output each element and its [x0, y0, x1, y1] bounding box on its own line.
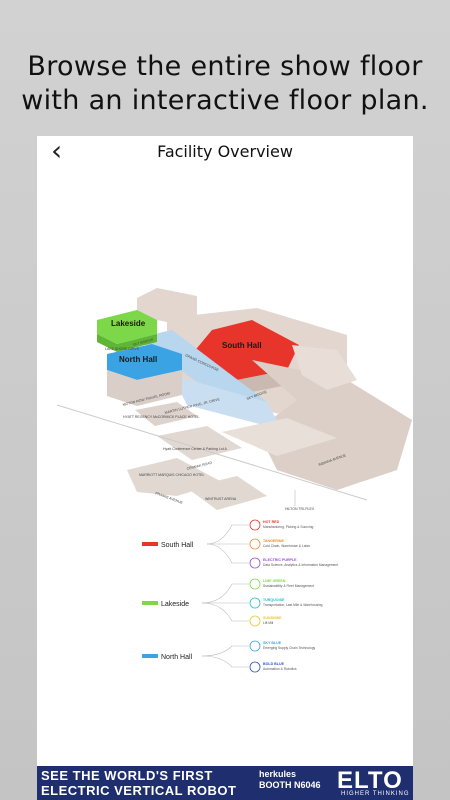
legend-south-hall[interactable]: South Hall HOT RED Manufacturing, Pickin… — [142, 519, 338, 569]
legend-item-desc: Emerging Supply Chain Technology — [263, 646, 316, 650]
chevron-left-icon[interactable]: ‹ — [51, 136, 63, 167]
legend-connector — [201, 655, 249, 668]
ad-logo: ELTO — [337, 767, 403, 794]
legend-item-title: HOT RED — [263, 520, 280, 524]
lakeside-hall-side — [97, 334, 157, 352]
ad-brand: herkules BOOTH N6046 — [259, 769, 321, 791]
lakeside-top — [137, 288, 197, 324]
nav-bar: ‹ Facility Overview — [37, 136, 413, 170]
north-hall-label: North Hall — [119, 355, 157, 364]
legend-item-title: BOLD BLUE — [263, 662, 285, 666]
east-building — [252, 360, 412, 490]
label-marriott: MARRIOTT MARQUIS CHICAGO HOTEL — [139, 473, 205, 477]
legend-lakeside-label: Lakeside — [161, 601, 189, 608]
label-hilton: HILTON TRI-PLEX — [285, 507, 315, 511]
legend-south-label: South Hall — [161, 542, 194, 549]
hyatt-building — [135, 402, 197, 426]
emerging-tech-icon — [249, 640, 261, 652]
ad-headline: SEE THE WORLD'S FIRST ELECTRIC VERTICAL … — [41, 768, 241, 798]
promo-headline: Browse the entire show floor with an int… — [0, 50, 450, 118]
legend-item-desc: Lift Mill — [263, 621, 274, 625]
legend-item-title: ELECTRIC PURPLE — [263, 558, 297, 562]
app-screen: ‹ Facility Overview Lakeside North Hall … — [37, 136, 413, 800]
ad-brand-name: herkules — [259, 769, 297, 779]
legend-item-desc: Transportation, Last Mile & Warehousing — [263, 603, 323, 607]
grid-block — [222, 418, 337, 456]
legend-item-title: SKY BLUE — [263, 641, 282, 645]
label-wintrust: WINTRUST ARENA — [205, 497, 237, 501]
label-sky-bridge-2: SKY BRIDGE — [246, 390, 268, 401]
legend-connector — [201, 645, 249, 657]
legend-item-title: SUNSHINE — [263, 616, 282, 620]
lakeside-label: Lakeside — [111, 319, 146, 328]
south-building-side — [187, 360, 287, 395]
east-annex — [292, 345, 357, 390]
north-hall-block[interactable] — [107, 344, 182, 380]
label-lake-shore: LAKE SHORE DRIVE — [105, 347, 140, 351]
wintrust-arena — [187, 476, 267, 510]
lakeside-hall-block[interactable] — [97, 310, 157, 344]
legend-item-desc: Cold Chain, Warehouse & Labor — [263, 544, 311, 548]
ad-banner[interactable]: SEE THE WORLD'S FIRST ELECTRIC VERTICAL … — [37, 766, 413, 800]
south-hall-label: South Hall — [222, 341, 262, 350]
legend-connector — [201, 602, 249, 622]
lift-mill-icon — [249, 615, 261, 627]
legend-lakeside-swatch — [142, 601, 158, 605]
legend-lakeside[interactable]: Lakeside LIME GREEN Sustainability & Fle… — [142, 578, 323, 627]
legend-item-title: TURQUOISE — [263, 598, 285, 602]
legend-item-title: LIME GREEN — [263, 579, 286, 583]
ad-line-1: SEE THE WORLD'S FIRST — [41, 768, 213, 783]
legend-connector — [201, 583, 249, 604]
cold-chain-icon — [249, 538, 261, 550]
legend-item-desc: Sustainability & Fleet Management — [263, 584, 314, 588]
legend-north-swatch — [142, 654, 158, 658]
conference-center — [157, 426, 242, 460]
promo-line-1: Browse the entire show floor — [27, 51, 423, 82]
legend-south-swatch — [142, 542, 158, 546]
label-hyatt: HYATT REGENCY McCORMICK PLACE HOTEL — [123, 415, 199, 419]
legend-item-desc: Automation & Robotics — [263, 667, 297, 671]
legend-connector — [206, 524, 249, 545]
road-line — [56, 404, 368, 501]
concourse-ramp — [172, 375, 282, 430]
manufacturing-icon — [249, 519, 261, 531]
legend-item-desc: Data Science, Analytics & Information Ma… — [263, 563, 338, 567]
page-title: Facility Overview — [157, 142, 293, 161]
ad-booth: BOOTH N6046 — [259, 780, 321, 790]
label-sky-bridge: SKY BRIDGE — [132, 337, 154, 347]
label-cermak: CERMAK ROAD — [186, 461, 213, 471]
sustainability-icon — [249, 578, 261, 590]
north-hall-side — [107, 370, 182, 406]
data-science-icon — [249, 557, 261, 569]
floor-plan-map[interactable]: Lakeside North Hall South Hall SKY BRIDG… — [37, 170, 413, 766]
ad-tagline: HIGHER THINKING — [341, 791, 410, 797]
legend-item-title: TANGERINE — [263, 539, 285, 543]
transportation-icon — [249, 597, 261, 609]
legend-connector — [206, 543, 249, 564]
legend-item-desc: Manufacturing, Picking & Sourcing — [263, 525, 314, 529]
legend-north-hall[interactable]: North Hall SKY BLUE Emerging Supply Chai… — [142, 640, 316, 673]
promo-line-2: with an interactive floor plan. — [21, 85, 429, 116]
legend-north-label: North Hall — [161, 654, 193, 661]
robotics-icon — [249, 661, 261, 673]
ad-line-2: ELECTRIC VERTICAL ROBOT — [41, 783, 237, 798]
label-conf-center: Hyatt Conference Center & Parking Lot A — [163, 447, 227, 451]
